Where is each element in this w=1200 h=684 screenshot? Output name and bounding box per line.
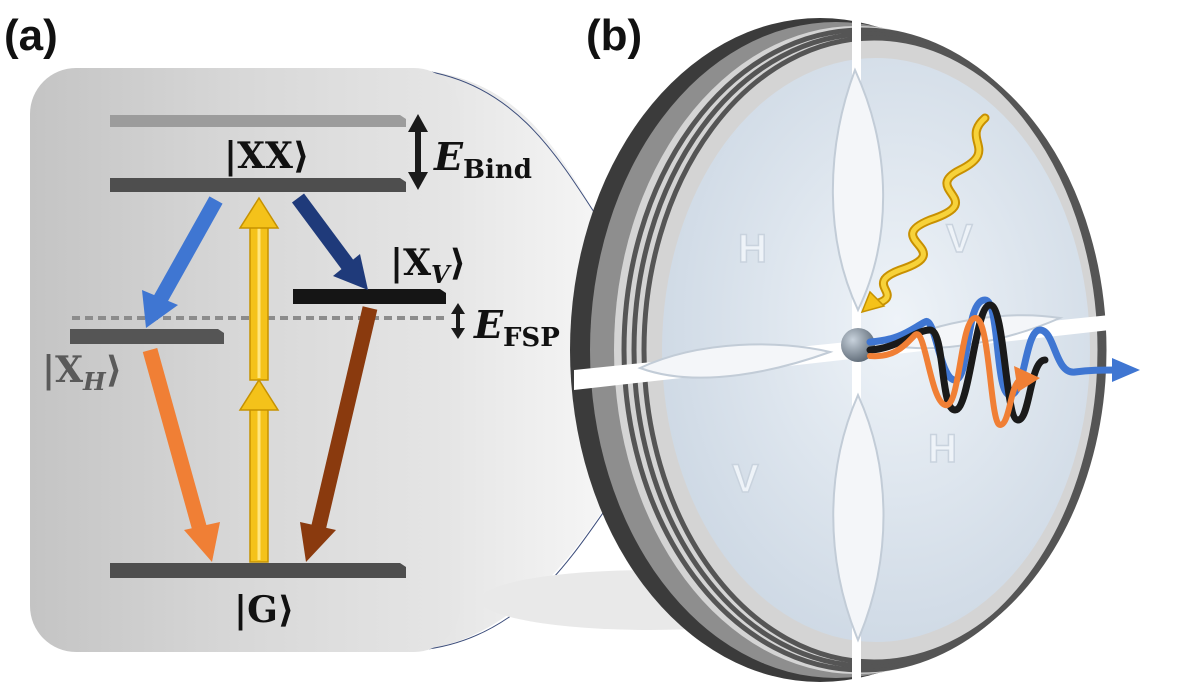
excitation-laser-arrowhead (860, 290, 886, 314)
label-xx: |XX⟩ (224, 135, 309, 177)
label-fsp-energy: EFSP (473, 302, 560, 353)
polarization-label-v-right: V (946, 217, 973, 261)
polarization-label-v-left: V (732, 457, 759, 501)
binding-energy-arrow (408, 114, 428, 190)
excitation-arrow-upper (238, 196, 280, 381)
label-xv: |XV⟩ (390, 242, 466, 289)
emitted-photon-dark-wave (866, 301, 1049, 424)
panel-b: (b) H V H V (480, 11, 1140, 682)
arrow-xv-to-g (300, 306, 378, 562)
quantum-dot (841, 328, 875, 362)
panel-a-label: (a) (4, 11, 58, 60)
level-xx (110, 178, 406, 192)
emitted-photon-blue-arrowhead (1112, 358, 1140, 382)
polarization-label-h-left: H (738, 227, 767, 271)
panel-a: (a) (4, 11, 613, 652)
label-g: |G⟩ (234, 589, 294, 631)
mirror-petal-top (831, 67, 885, 313)
level-xh (70, 329, 224, 344)
arrow-xx-to-xh (142, 196, 223, 328)
label-binding-energy: EBind (433, 134, 532, 185)
energy-diagram-panel (30, 68, 460, 652)
zoom-funnel (420, 70, 610, 650)
level-xx-shifted (110, 115, 406, 127)
emitted-photon-orange-wave (867, 315, 1023, 429)
panel-b-label: (b) (586, 11, 642, 60)
mirror-petal-bottom (832, 392, 885, 643)
level-g (110, 563, 406, 578)
label-xh: |XH⟩ (42, 349, 122, 396)
level-xv (293, 289, 446, 304)
mirror-petal-left (637, 343, 834, 379)
polarization-label-h-right: H (928, 427, 957, 471)
arrow-xh-to-g (142, 347, 220, 562)
arrow-xx-to-xv (291, 193, 368, 290)
emitted-photon-orange-arrowhead (1014, 366, 1040, 392)
excitation-laser-wave-highlight (869, 115, 988, 308)
fine-structure-splitting-arrow (451, 303, 465, 339)
zoom-line-top (419, 69, 613, 241)
cavity-ring-3 (641, 35, 1107, 665)
excitation-arrow-lower (238, 378, 280, 563)
